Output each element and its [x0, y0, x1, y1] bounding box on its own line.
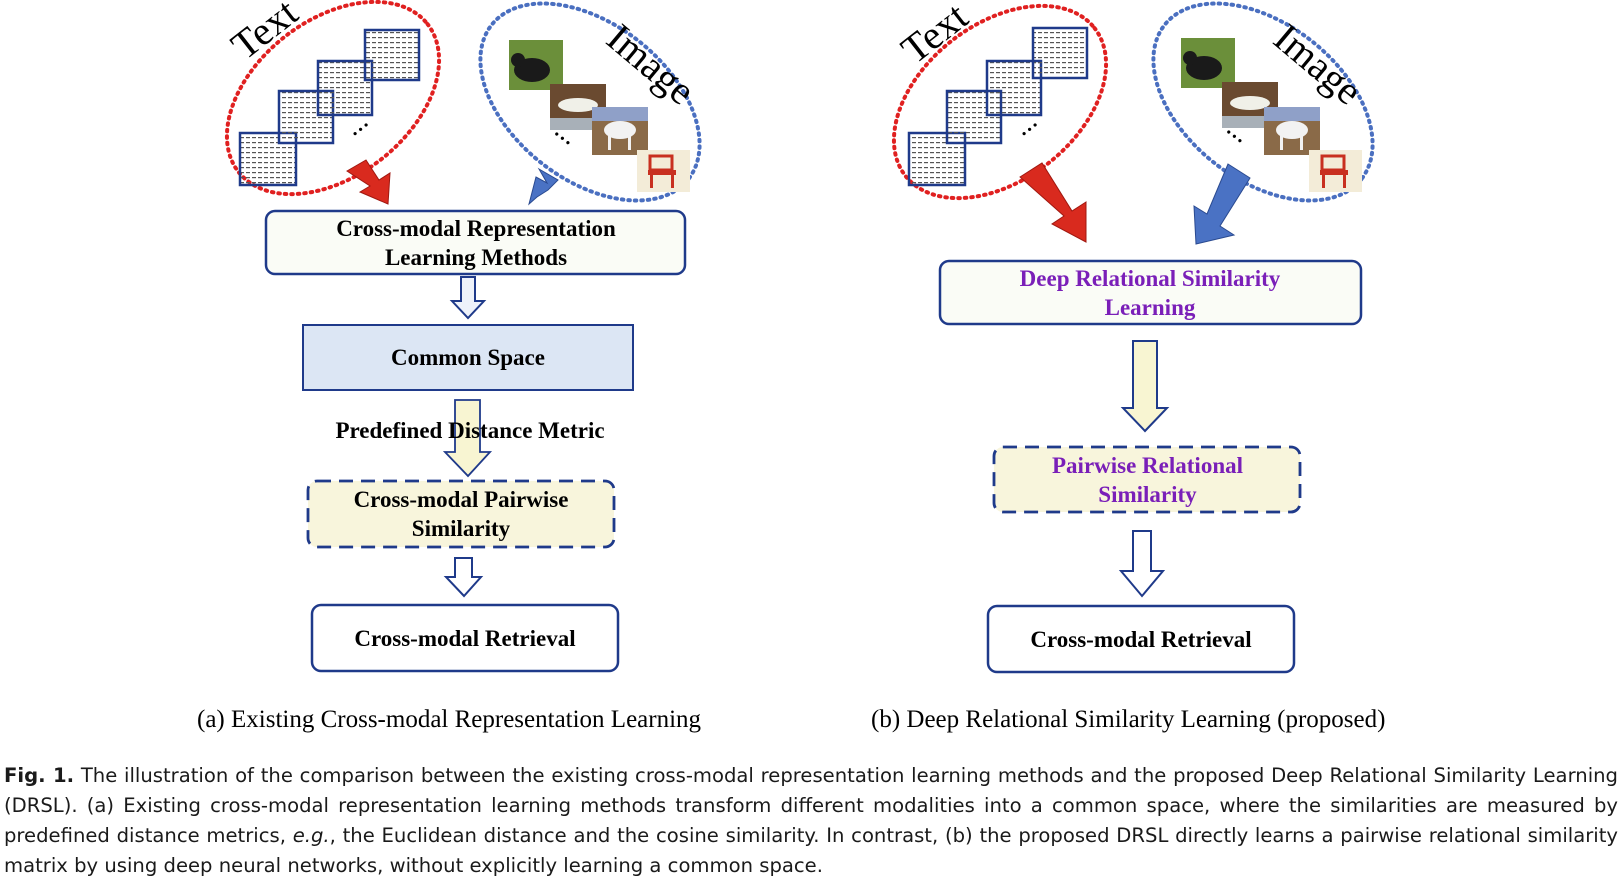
blue-arrow-b [1193, 163, 1251, 245]
bear-image [509, 40, 563, 90]
horse-image [592, 107, 648, 155]
chair-image [637, 150, 690, 192]
horse-image [1264, 107, 1320, 155]
retrieval-label-b: Cross-modal Retrieval [1030, 626, 1252, 652]
pairwise-relational-label: Pairwise Relational Similarity [1052, 452, 1243, 507]
drsl-label: Deep Relational Similarity Learning [1019, 266, 1281, 320]
metric-arrow [442, 399, 493, 478]
red-arrow [346, 159, 391, 205]
pairwise-similarity-label: Cross-modal Pairwise Similarity [353, 487, 569, 541]
text-documents [238, 28, 421, 187]
subcaption-a: (a) Existing Cross-modal Representation … [197, 706, 702, 733]
hollow-arrow-3 [443, 557, 484, 598]
representation-learning-label: Cross-modal Representation Learning Meth… [336, 216, 616, 270]
chair-image [1309, 150, 1362, 192]
image-thumbnails-b [1181, 38, 1362, 192]
figure-label: Fig. 1. [4, 764, 75, 787]
panel-b [891, 1, 1375, 674]
retrieval-label-a: Cross-modal Retrieval [354, 625, 576, 651]
figure-caption: Fig. 1. The illustration of the comparis… [4, 761, 1618, 881]
drsl-box [938, 259, 1363, 326]
text-modality-ellipse-b [891, 3, 1109, 201]
bear-image [1181, 38, 1235, 88]
image-thumbnails [509, 40, 690, 192]
panel-a [224, 0, 702, 673]
caption-text-2: , the Euclidean distance and the cosine … [4, 824, 1618, 877]
blue-arrow [528, 167, 559, 206]
subcaption-b: (b) Deep Relational Similarity Learning … [871, 706, 1386, 733]
retrieval-box-a [310, 603, 620, 673]
pairwise-similarity-box [306, 479, 616, 549]
hollow-arrow-1 [449, 276, 487, 320]
caption-text-1: The illustration of the comparison betwe… [4, 764, 1618, 847]
pairwise-relational-box [992, 445, 1302, 514]
text-documents-b [907, 26, 1089, 187]
text-modality-ellipse [224, 0, 442, 197]
hollow-arrow-b2 [1118, 530, 1166, 598]
common-space-box [302, 324, 634, 391]
red-arrow-b [1019, 162, 1087, 243]
representation-learning-box [264, 209, 687, 276]
metric-label: Predefined Distance Metric [335, 417, 605, 443]
common-space-label: Common Space [391, 345, 545, 370]
retrieval-box-b [986, 604, 1296, 674]
hollow-arrow-b1 [1120, 340, 1170, 433]
caption-emphasis: e.g. [292, 824, 330, 847]
